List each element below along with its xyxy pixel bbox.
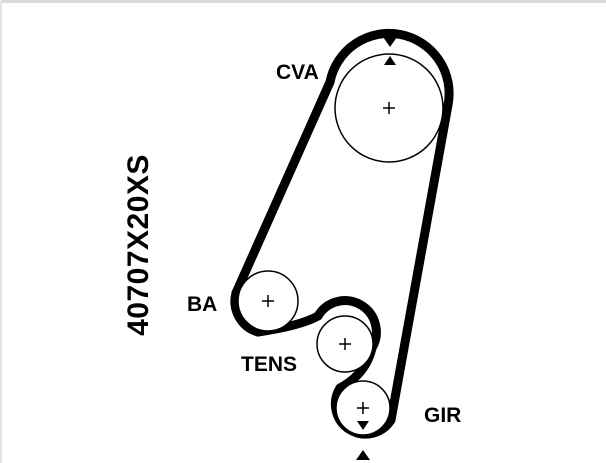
belt-arc-ba — [230, 288, 263, 337]
pulley-cva — [334, 53, 444, 163]
label-cva: CVA — [276, 61, 319, 84]
label-gir: GIR — [424, 404, 461, 427]
timing-mark-cva-inner — [384, 56, 396, 65]
pulley-ba — [237, 270, 299, 332]
timing-mark-gir-outer — [356, 450, 370, 460]
timing-mark-gir-inner — [357, 421, 369, 430]
belt-span-cva-ba — [231, 77, 335, 298]
pulley-gir — [335, 380, 391, 436]
belt-arc-cva — [325, 28, 454, 110]
belt-span-gir-cva — [386, 100, 453, 425]
label-ba: BA — [187, 293, 217, 316]
pulley-tens — [316, 315, 374, 373]
timing-mark-cva-outer — [383, 37, 397, 47]
part-number-label: 40707X20XS — [122, 154, 155, 336]
frame-left-border — [0, 0, 2, 463]
belt-arc-tens — [313, 296, 381, 353]
timing-belt — [230, 28, 454, 439]
frame-top-border — [0, 0, 606, 3]
label-tens: TENS — [241, 353, 297, 376]
